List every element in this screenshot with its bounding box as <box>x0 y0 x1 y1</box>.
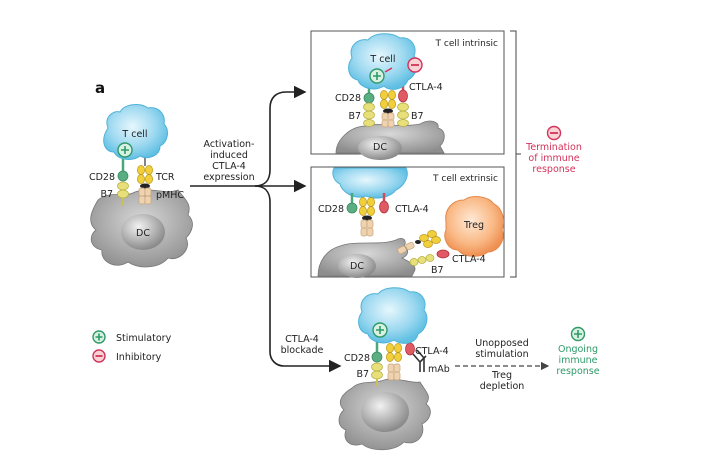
cd28-receptor <box>346 202 358 214</box>
svg-text:response: response <box>532 164 575 175</box>
treg-cell <box>444 196 505 257</box>
pmhc-ligand <box>381 112 395 128</box>
dc-label: DC <box>136 228 150 239</box>
b7-label: B7 <box>356 369 369 380</box>
pmhc-ligand <box>387 363 401 381</box>
arrow-to-blockade <box>254 185 342 373</box>
ctla4-receptor <box>405 342 415 356</box>
ctla4-label: CTLA-4 <box>409 82 443 93</box>
b7-left-label: B7 <box>348 111 361 122</box>
b7-label: B7 <box>100 189 113 200</box>
tcr-receptor <box>137 165 153 184</box>
dc-label: DC <box>350 261 364 272</box>
svg-text:Activation-: Activation- <box>204 139 255 150</box>
b7-right-label: B7 <box>411 111 424 122</box>
b7-ligand <box>363 102 375 127</box>
treg-depletion-label-2: depletion <box>480 381 525 392</box>
termination-outcome: Termination of immune response <box>525 125 582 175</box>
antibody-icon <box>412 349 427 372</box>
cd28-label: CD28 <box>335 93 361 104</box>
dc-nucleus <box>121 214 165 250</box>
ongoing-outcome: Ongoing immune response <box>556 326 600 377</box>
panel-letter: a <box>95 79 105 97</box>
cd28-receptor <box>371 351 383 363</box>
ctla4-receptor <box>398 89 408 103</box>
panel-t-cell-intrinsic: T cell intrinsic DC T cell <box>310 30 505 160</box>
pmhc-ligand <box>138 187 152 205</box>
pmhc-label: pMHC <box>156 190 184 201</box>
stimulatory-plus-icon <box>117 142 133 158</box>
unopposed-label-1: Unopposed <box>475 338 528 349</box>
b7-label: B7 <box>431 265 444 276</box>
svg-text:response: response <box>556 366 599 377</box>
legend-item-inhibitory: Inhibitory <box>92 349 162 363</box>
t-cell <box>332 167 408 199</box>
panel-t-cell-extrinsic: T cell extrinsic DC <box>310 166 505 278</box>
ctla4-label: CTLA-4 <box>395 204 429 215</box>
ctla4-label: CTLA-4 <box>415 346 449 357</box>
stimulatory-plus-icon <box>570 326 586 342</box>
t-cell <box>358 287 428 344</box>
treg-ctla4 <box>436 249 450 259</box>
legend: Stimulatory Inhibitory <box>92 330 172 363</box>
ctla4-receptor <box>379 200 389 214</box>
cd28-label: CD28 <box>318 204 344 215</box>
inhibitory-minus-icon <box>546 125 562 141</box>
mab-label: mAb <box>428 364 450 375</box>
svg-text:Inhibitory: Inhibitory <box>116 352 162 363</box>
minus-icon <box>92 349 106 363</box>
arrow-to-intrinsic <box>190 85 307 187</box>
stimulatory-plus-icon <box>369 68 385 84</box>
inhibitory-minus-icon <box>407 57 423 73</box>
tcr-receptor <box>386 343 402 362</box>
tcr-label: TCR <box>155 172 175 183</box>
tcr-receptor <box>380 90 396 109</box>
svg-text:expression: expression <box>203 172 254 183</box>
cd28-receptor <box>117 170 129 182</box>
treg-ctla4-label: CTLA-4 <box>452 254 486 265</box>
treg-depletion-label-1: Treg <box>491 370 512 381</box>
svg-text:immune: immune <box>558 355 597 366</box>
svg-text:CTLA-4: CTLA-4 <box>212 161 246 172</box>
termination-bracket <box>510 30 521 278</box>
plus-icon <box>92 330 106 344</box>
svg-text:Ongoing: Ongoing <box>558 344 598 355</box>
dc-label: DC <box>373 142 387 153</box>
stimulatory-plus-icon <box>372 322 388 338</box>
panel-title-extrinsic: T cell extrinsic <box>432 174 498 184</box>
t-cell-label: T cell <box>369 54 395 65</box>
treg-label: Treg <box>463 220 484 231</box>
baseline-interaction: DC T cell CD28 B7 TCR pMHC <box>89 104 193 268</box>
ctla4-blockade: CTLA-4 blockade <box>281 287 600 451</box>
pmhc-ligand <box>360 219 374 237</box>
inhibition-mark <box>384 67 393 73</box>
blockade-label-1: CTLA-4 <box>285 334 319 345</box>
b7-ligand <box>409 254 435 266</box>
svg-text:of immune: of immune <box>528 153 579 164</box>
t-cell-label: T cell <box>121 129 147 140</box>
branch-arrows <box>190 85 342 373</box>
svg-text:Termination: Termination <box>525 142 582 153</box>
b7-ligand <box>371 362 383 386</box>
blockade-label-2: blockade <box>281 345 324 356</box>
b7-ligand <box>397 102 409 127</box>
legend-item-stimulatory: Stimulatory <box>92 330 172 344</box>
activation-label: Activation- induced CTLA-4 expression <box>203 139 254 183</box>
dc-nucleus <box>361 392 409 432</box>
svg-text:Stimulatory: Stimulatory <box>116 333 172 344</box>
cd28-label: CD28 <box>344 353 370 364</box>
cd28-receptor <box>363 92 375 104</box>
cd28-label: CD28 <box>89 172 115 183</box>
tcr-receptor <box>359 197 375 216</box>
treg-tcr <box>419 230 441 248</box>
panel-title-intrinsic: T cell intrinsic <box>435 39 499 49</box>
unopposed-label-2: stimulation <box>475 349 528 360</box>
svg-text:induced: induced <box>210 150 248 161</box>
b7-ligand <box>117 181 129 206</box>
